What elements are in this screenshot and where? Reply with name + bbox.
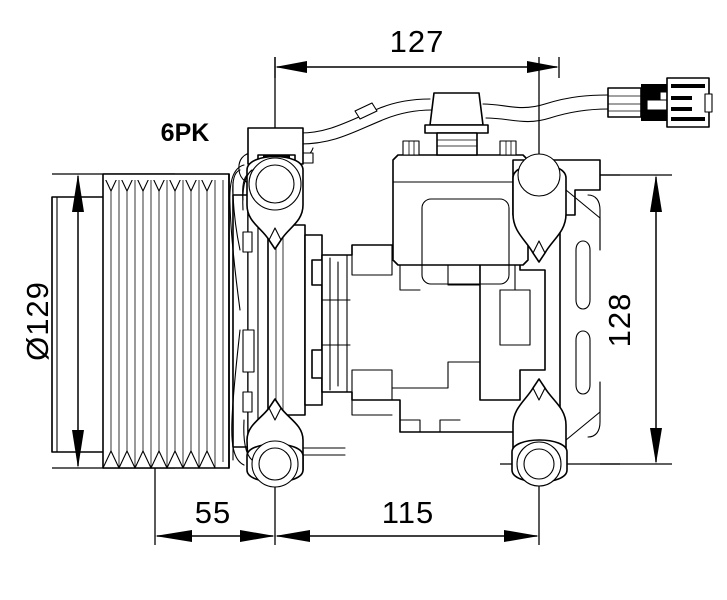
rear-lug-gusset [565,381,601,441]
dim127-arrow-left [275,61,307,73]
block-step-lower [351,369,393,401]
connector-housing [666,77,710,128]
rear-lug-edge [587,381,601,438]
clutch-coil-housing [257,221,269,421]
harness-right-upper [482,94,609,109]
body-bottom-notch [399,419,461,433]
harness-right-lower [485,108,609,123]
pulley-grooves [103,180,224,469]
front-housing [267,224,306,416]
dim128-arrow-top [650,175,662,212]
control-valve-block [392,140,529,291]
harness-sleeve [354,102,378,120]
dim55-label: 55 [195,495,231,530]
body-bottom-details [351,399,461,433]
front-bracket-arm [229,164,245,311]
rear-boss-vee [532,240,546,254]
front-lug-arm-inner [243,419,253,461]
valve-lower-lip-left [399,264,421,291]
front-bracket-lower [231,329,346,488]
dim129-arrow-bottom [72,430,84,468]
service-port-stem [436,132,478,156]
rear-bracket-slot-lower [575,330,591,395]
front-lug-tie [302,447,346,456]
connector-latch-bottom [671,117,705,121]
connector-rib-2 [671,107,692,111]
dim129-label: Ø129 [20,281,55,361]
pulley [51,173,269,469]
dim128-label: 128 [602,293,637,348]
connector-tip [704,93,713,113]
block-divider-lines [321,299,351,346]
front-lug-hole [258,447,292,481]
dimension-body-height: 128 [600,174,672,465]
rear-bracket-lower [511,330,601,487]
front-lug-vee [268,407,282,421]
front-neck-step [304,234,323,406]
front-boss-hole [255,164,295,204]
pulley-band [102,173,230,469]
connector-plug [607,77,713,128]
front-lug-arm [231,329,245,466]
dimension-top-width: 127 [274,24,560,78]
dim129-arrow-top [72,174,84,212]
dim55-arrow-left [155,530,192,542]
rear-lug-hole [523,448,555,480]
harness-left-lower [299,109,433,145]
harness-left-upper [299,98,431,134]
rear-bracket-upper [512,153,601,310]
rear-bracket-slot-upper [575,240,591,310]
clutch-notch-upper [242,231,253,253]
dim115-arrow-right [504,530,539,542]
dim115-arrow-left [275,530,310,542]
rear-boss-hole [517,153,561,197]
dim127-label: 127 [390,24,445,59]
front-bracket-upper [229,127,304,311]
belt-profile-label: 6PK [161,119,210,147]
rear-lug-vee [532,387,546,401]
valve-block-outline [392,154,529,266]
dim128-arrow-bottom [650,428,662,464]
service-port-flange [424,124,489,134]
service-port [424,92,489,156]
valve-post-left [402,140,420,156]
clutch-notch-mid [242,329,255,373]
service-port-cap [429,92,484,126]
valve-face-recess [421,198,510,285]
dimension-front-offset: 55 [155,495,275,542]
pulley-plate-edge [51,196,58,453]
wiring-harness [232,94,609,251]
valve-post-right [499,140,517,156]
rear-housing-pocket [499,289,531,346]
harness-drop [232,169,241,251]
connector-rib-1 [671,96,692,100]
dim115-label: 115 [382,495,434,530]
connector-latch-top [671,84,705,88]
body-bottom-step [351,399,393,416]
front-bracket-arm-inner [242,169,253,211]
dim55-arrow-right [240,530,275,542]
front-boss-vee [268,227,282,241]
recess-lower [391,361,481,389]
valve-lower-lip-right [499,264,516,291]
connector-sleeve [607,87,642,118]
dimension-mount-span: 115 [275,495,539,542]
dimension-pulley-diameter: Ø129 [20,174,84,468]
rear-bracket-edge [587,194,601,251]
dim127-arrow-right [527,61,559,73]
clutch-notch-lower [242,391,253,413]
